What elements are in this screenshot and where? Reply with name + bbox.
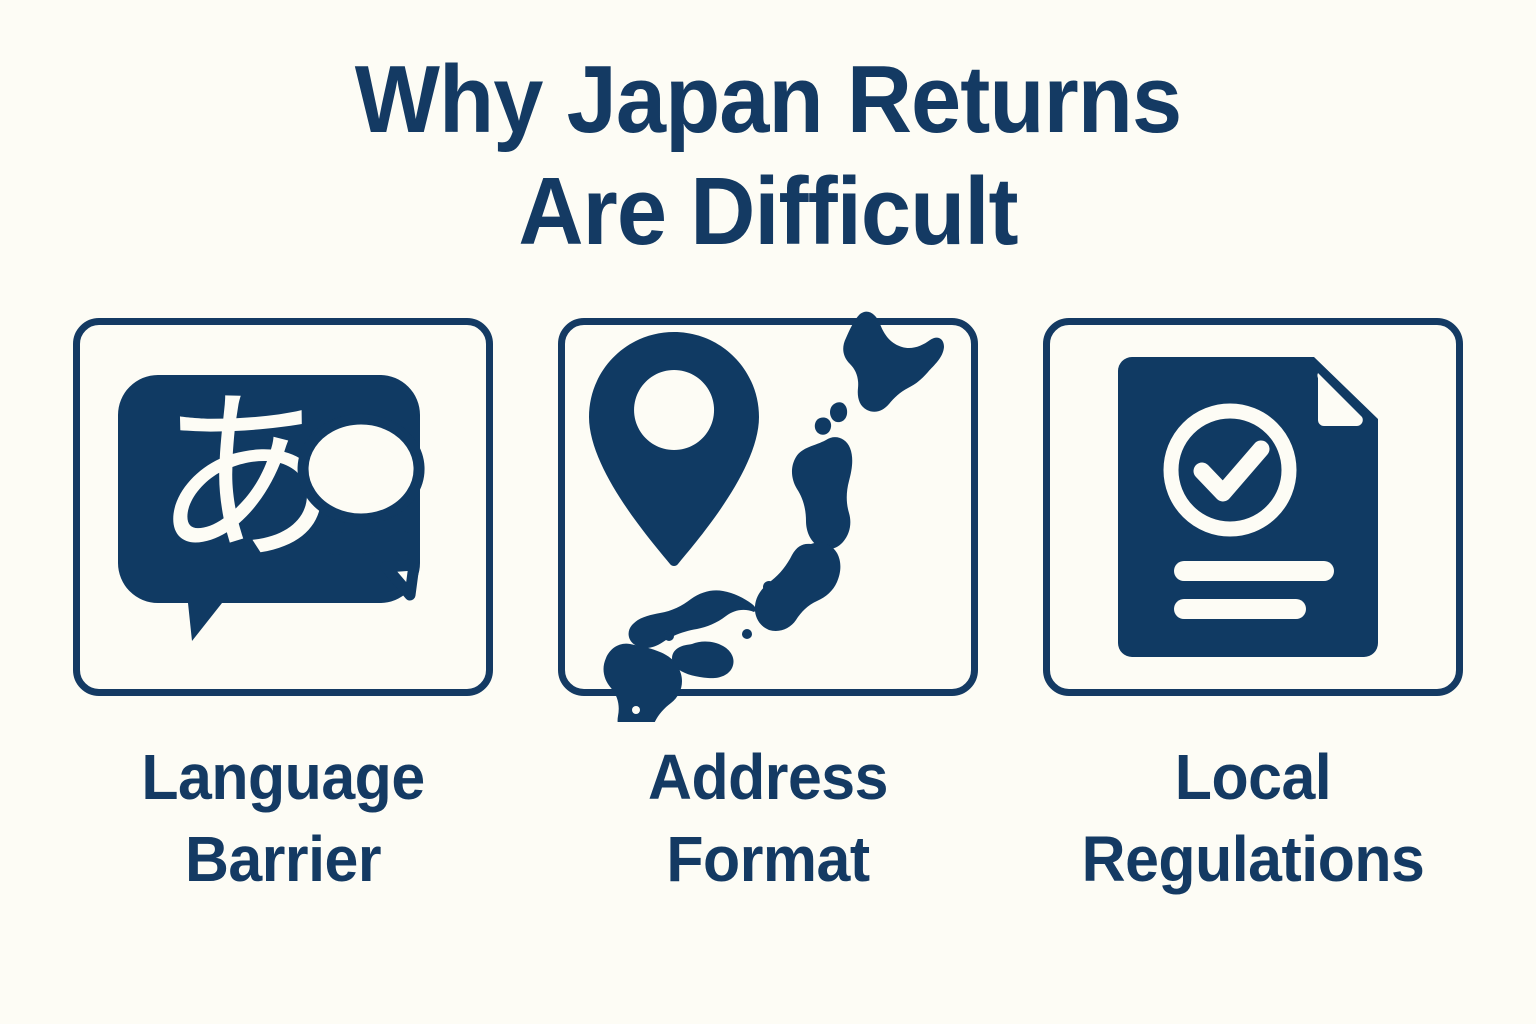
chubu-shape — [754, 542, 841, 631]
document-line-2 — [1174, 599, 1306, 619]
icon-container — [565, 311, 971, 739]
icon-card-language-barrier[interactable]: あ — [73, 318, 493, 696]
map-pin-japan-icon — [589, 311, 944, 739]
folded-corner-shape — [1317, 373, 1363, 426]
sado-islet-shape — [763, 581, 775, 593]
translate-speech-bubble-icon: あ — [118, 370, 425, 641]
icon-card-address-format[interactable] — [558, 311, 978, 739]
document-line-1 — [1174, 561, 1334, 581]
card-label-line-1: Local — [1174, 741, 1332, 813]
page-title: Why Japan Returns Are Difficult — [0, 44, 1536, 268]
checkmark-icon — [1193, 440, 1270, 502]
strait-islet-shape — [830, 402, 848, 423]
card-label-line-2: Format — [666, 823, 870, 895]
kyushu-inner-islet — [632, 706, 640, 714]
icon-container: あ — [80, 325, 486, 689]
icon-container — [1050, 325, 1456, 689]
card-label-line-1: Address — [648, 741, 888, 813]
card-label-line-2: Regulations — [1081, 823, 1425, 895]
title-line-1: Why Japan Returns — [354, 46, 1182, 153]
chugoku-shape — [628, 590, 756, 649]
card-label-line-1: Language — [141, 741, 425, 813]
kyushu-shape — [603, 643, 682, 739]
location-pin-shape — [589, 332, 759, 566]
icon-cards-row: あ — [73, 311, 1463, 739]
ellipsis-dots-icon — [324, 531, 414, 555]
check-circle-outline — [1163, 403, 1297, 537]
card-labels-row: Language Barrier Address Format Local Re… — [73, 736, 1463, 900]
hokkaido-shape — [843, 311, 944, 412]
tohoku-shape — [791, 437, 853, 550]
awaji-islet-shape — [742, 629, 752, 639]
card-label-address-format: Address Format — [558, 736, 978, 900]
shikoku-shape — [672, 641, 734, 679]
card-label-local-regulations: Local Regulations — [1043, 736, 1463, 900]
oki-islet-shape — [664, 631, 674, 641]
card-label-language-barrier: Language Barrier — [73, 736, 493, 900]
strait-islet-2-shape — [814, 417, 832, 435]
title-line-2: Are Difficult — [518, 158, 1018, 265]
card-label-line-2: Barrier — [184, 823, 382, 895]
document-check-icon — [1118, 357, 1378, 657]
icon-card-local-regulations[interactable] — [1043, 318, 1463, 696]
reply-bubble-shape — [297, 413, 425, 601]
